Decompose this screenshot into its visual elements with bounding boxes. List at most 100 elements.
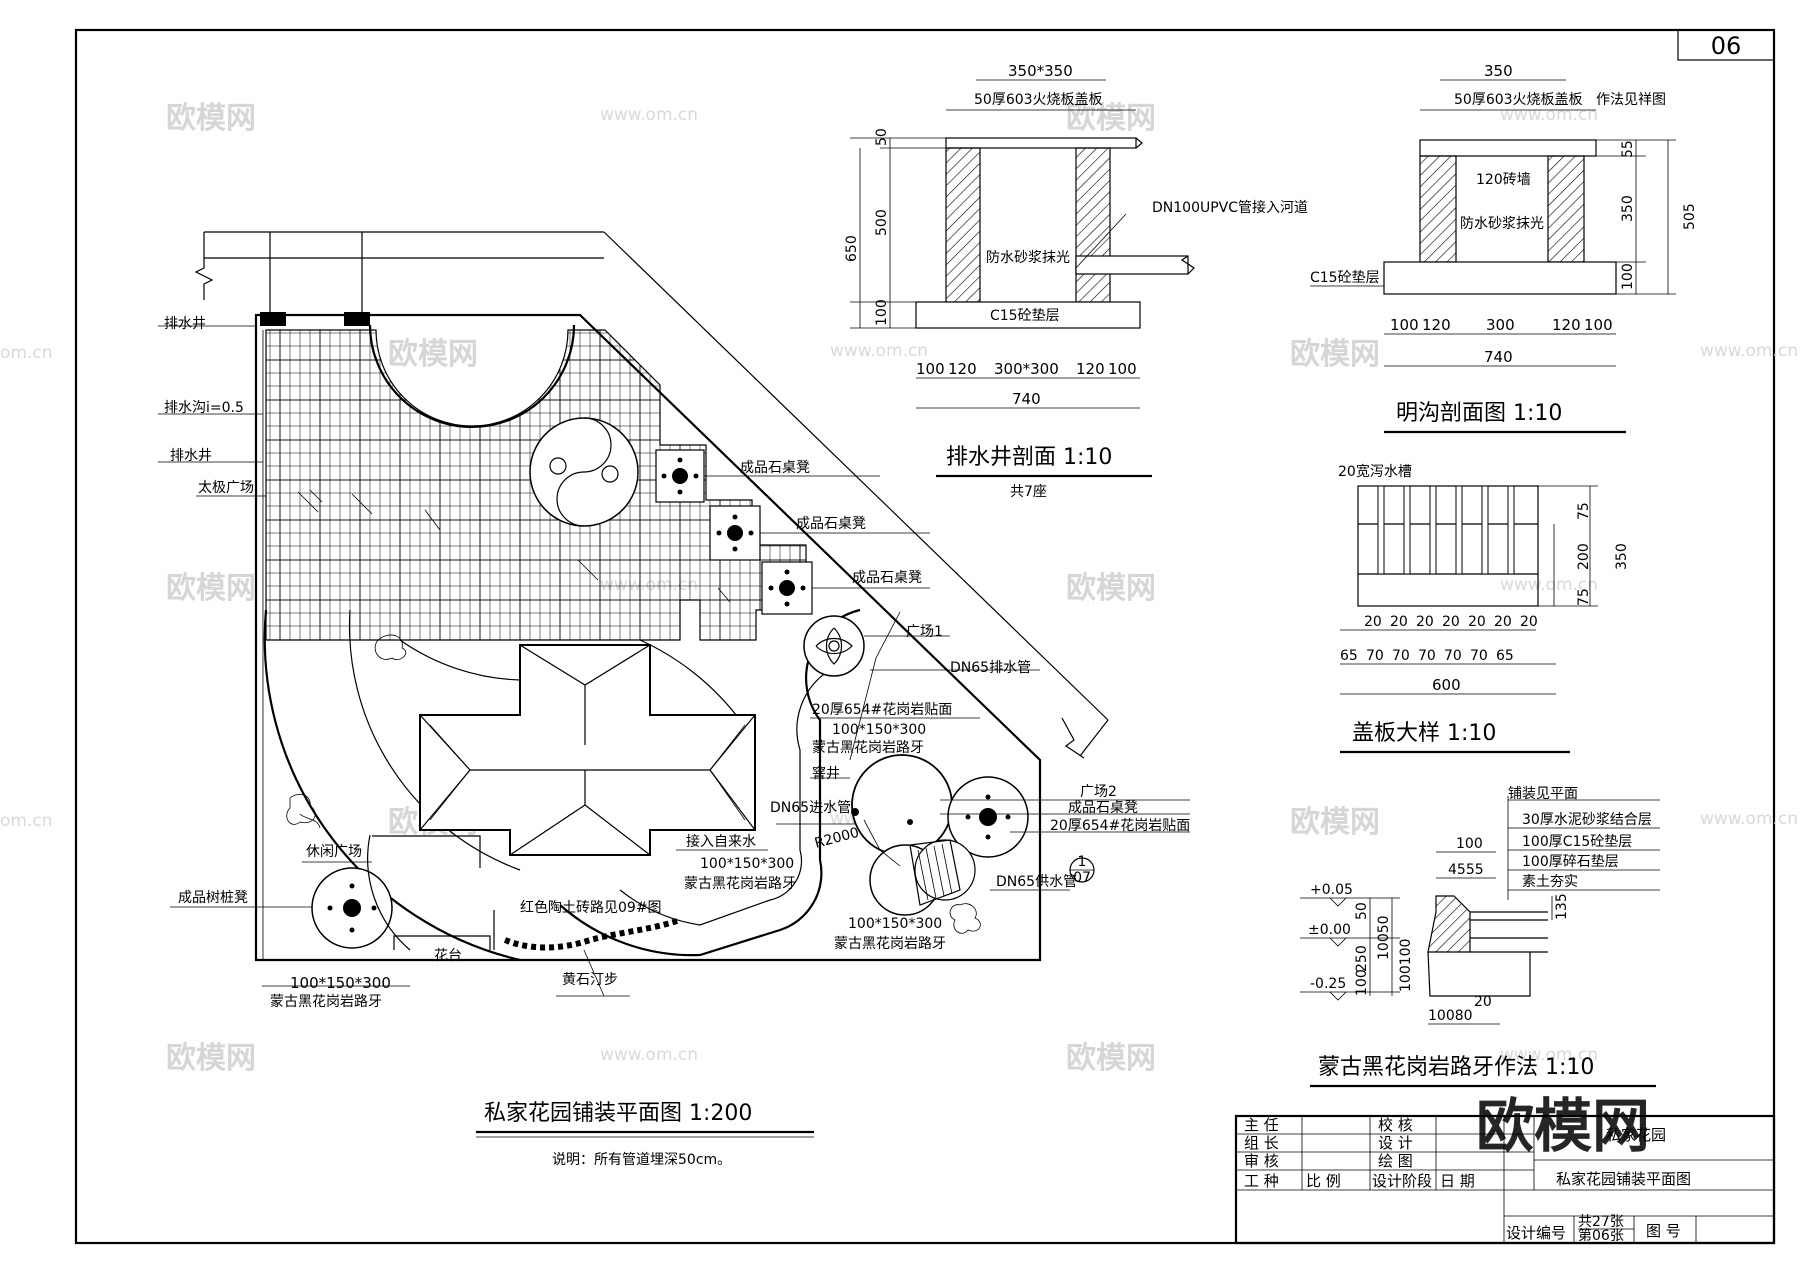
ditch-bottom-dim: 120 [1552, 316, 1581, 334]
label-stone-table: 成品石桌凳 [796, 516, 866, 532]
dw-bottom-dim: 120 [1076, 360, 1105, 378]
site-plan: 1 07 排水井 排水沟i=0.5 排水井 太极广场 成品石桌凳 成品石桌凳 成 [158, 231, 1190, 1168]
watermark-url: www.om.cn [600, 105, 698, 125]
label-stone-table: 成品石桌凳 [1068, 800, 1138, 816]
ditch-base: C15砼垫层 [1310, 270, 1380, 286]
curb-dim: 135 [1554, 893, 1570, 920]
plate-bottom-dim: 70 [1392, 648, 1410, 664]
label-plaza-1: 广场1 [906, 624, 943, 640]
stone-stool [768, 585, 774, 591]
dw-bottom-dim: 300*300 [994, 360, 1059, 378]
dw-dim-50: 50 [874, 128, 890, 146]
plate-dim-75: 75 [1576, 588, 1592, 606]
plate-slot-label: 20宽泻水槽 [1338, 463, 1412, 480]
watermark-cn: 欧模网 [1066, 1041, 1156, 1076]
label-stone-table: 成品石桌凳 [740, 460, 810, 476]
curb-dim: 4555 [1448, 862, 1484, 878]
tb-fig-no: 图 号 [1646, 1222, 1681, 1240]
label-granite: 20厚654#花岗岩贴面 [812, 702, 952, 718]
stump-stool-center [343, 899, 361, 917]
plan-note: 说明：所有管道埋深50cm。 [552, 1152, 731, 1168]
tb-cell: 审 核 [1244, 1152, 1279, 1170]
plate-dim-200: 200 [1576, 543, 1592, 570]
label-taiji-plaza: 太极广场 [198, 480, 254, 496]
label-curb-size: 100*150*300 [700, 856, 794, 872]
ditch-top-dim: 350 [1484, 62, 1513, 80]
plaza-arc [399, 639, 521, 681]
tb-cell: 校 核 [1378, 1116, 1413, 1134]
stone-stool [693, 473, 699, 479]
wall-line [1079, 719, 1109, 757]
label-red-brick: 红色陶土砖路见09#图 [520, 899, 662, 916]
ditch-bottom-dim: 100 [1390, 316, 1419, 334]
stone-stool [784, 601, 790, 607]
label-curb-material: 蒙古黑花岗岩路牙 [270, 994, 382, 1010]
dw-count: 共7座 [1010, 484, 1047, 500]
label-leisure-plaza: 休闲广场 [306, 844, 362, 860]
pipe-break [1180, 255, 1195, 275]
label-curb-size: 100*150*300 [832, 722, 926, 738]
plate-title: 盖板大样 1:10 [1352, 721, 1496, 746]
tb-cell: 设计阶段 [1372, 1172, 1432, 1190]
plate-top-dims: 20 20 20 20 20 20 20 [1364, 614, 1538, 630]
tb-sheet: 第06张 [1578, 1227, 1624, 1244]
title-block-frame [1234, 1114, 1776, 1245]
stone-stool [732, 546, 738, 552]
curb-title: 蒙古黑花岗岩路牙作法 1:10 [1318, 1055, 1594, 1080]
plate-dim-350: 350 [1614, 543, 1630, 570]
plate-bottom-dim: 70 [1470, 648, 1488, 664]
plate-top-dim: 20 [1468, 614, 1486, 630]
fountain-ribbed [917, 843, 953, 901]
label-stump-stool: 成品树桩凳 [178, 889, 248, 906]
watermark-cn: 欧模网 [166, 101, 256, 136]
drain-well-section: 350*350 50厚603火烧板盖板 DN100UPVC管接入河道 防水砂浆抹… [844, 62, 1308, 500]
pipe [1075, 255, 1189, 275]
leader-line [1075, 213, 1127, 269]
elevation-marker [1300, 937, 1400, 947]
tb-cell: 组 长 [1244, 1134, 1279, 1152]
dw-dim-100: 100 [874, 299, 890, 326]
label-stone-table: 成品石桌凳 [852, 570, 922, 586]
elevation-zero: ±0.00 [1308, 922, 1351, 938]
elevation-top: +0.05 [1310, 882, 1353, 898]
elevation-marker [1300, 991, 1400, 1001]
stone-table-4 [979, 808, 997, 826]
tb-design-no: 设计编号 [1506, 1224, 1566, 1242]
manhole-dot [907, 819, 913, 825]
dw-title: 排水井剖面 1:10 [946, 445, 1112, 470]
plate-bottom-dim: 70 [1418, 648, 1436, 664]
plate-top-dim: 20 [1390, 614, 1408, 630]
watermark-url: www.om.cn [600, 1045, 698, 1065]
flower-petals [815, 627, 853, 665]
label-stepping: 黄石汀步 [562, 971, 618, 988]
plaza-arc [639, 639, 741, 721]
wall-left [945, 147, 981, 303]
watermark-cn: 欧模网 [166, 571, 256, 606]
plate-top-dim: 20 [1520, 614, 1538, 630]
taiji-arc-top [368, 324, 576, 429]
label-curb-size: 100*150*300 [848, 916, 942, 932]
tb-cell: 工 种 [1244, 1172, 1279, 1190]
ditch-bottom-dim: 120 [1422, 316, 1451, 334]
flower-bed [393, 935, 491, 950]
label-drain-well: 排水井 [164, 316, 206, 332]
flower-center [828, 640, 840, 652]
plate-bottom-dim: 70 [1366, 648, 1384, 664]
rock [299, 813, 321, 829]
drain-slots [1377, 485, 1515, 575]
label-flower-bed: 花台 [434, 948, 462, 964]
curb-profile [1427, 895, 1471, 953]
manhole-dot [851, 808, 859, 816]
title-block: 主 任 校 核 组 长 设 计 审 核 绘 图 工 种 比 例 设计阶段 日 期… [1234, 1092, 1776, 1245]
label-drain-ditch: 排水沟i=0.5 [164, 400, 244, 416]
ditch-dim-55: 55 [1620, 140, 1636, 158]
leader-line [583, 949, 605, 997]
detail-callout-bottom: 07 [1073, 870, 1091, 886]
ditch-bottom-dim: 300 [1486, 316, 1515, 334]
stone-stool [748, 530, 754, 536]
taiji-dot [549, 457, 567, 475]
curb-dim: 10080 [1428, 1008, 1473, 1024]
stump-seat [349, 883, 355, 889]
ditch-dim-100: 100 [1620, 263, 1636, 290]
